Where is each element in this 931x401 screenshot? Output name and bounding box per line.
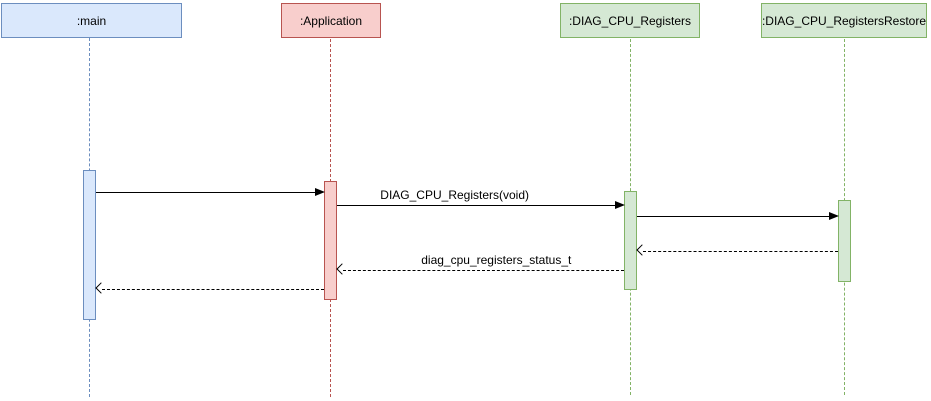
open-arrowhead-icon [95,282,107,295]
activation-bar-application [324,181,337,300]
filled-arrowhead-icon [315,188,325,196]
message-line [337,205,617,206]
participant-label-diag-cpu-registers: :DIAG_CPU_Registers [568,13,692,28]
participant-box-main: :main [1,3,182,38]
open-arrowhead-icon [636,244,648,257]
message-line [343,270,624,271]
filled-arrowhead-icon [615,201,625,209]
message-label: DIAG_CPU_Registers(void) [380,188,530,202]
participant-box-diag-cpu-registers: :DIAG_CPU_Registers [560,3,700,38]
message-line [102,289,324,290]
participant-label-main: :main [76,13,107,28]
participant-label-application: :Application [299,13,363,28]
filled-arrowhead-icon [829,212,839,220]
activation-bar-diag-cpu-registers-restore [838,200,851,282]
participant-box-application: :Application [281,3,381,38]
open-arrowhead-icon [336,263,348,276]
activation-bar-main [83,170,96,320]
message-line [637,216,831,217]
message-line [643,251,838,252]
participant-label-diag-cpu-registers-restore: :DIAG_CPU_RegistersRestore [761,13,927,28]
message-line [96,192,317,193]
activation-bar-diag-cpu-registers [624,191,637,290]
message-label: diag_cpu_registers_status_t [421,253,572,267]
participant-box-diag-cpu-registers-restore: :DIAG_CPU_RegistersRestore [761,3,927,38]
